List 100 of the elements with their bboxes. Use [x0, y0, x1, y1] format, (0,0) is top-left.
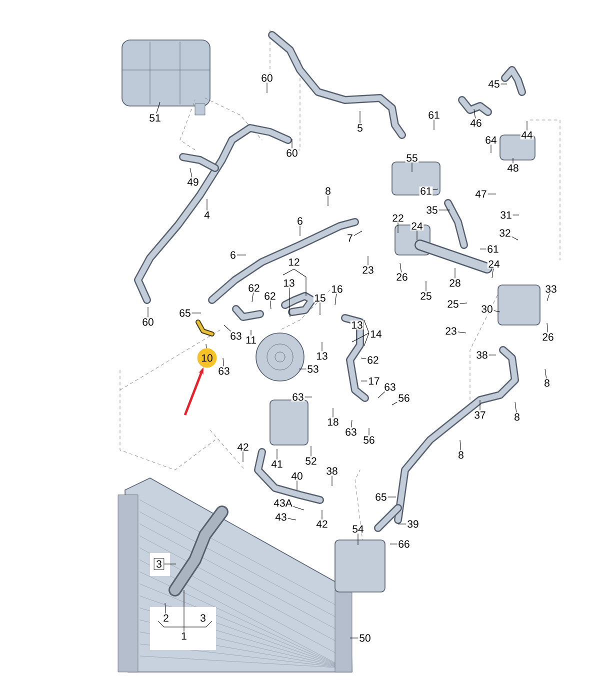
leader-line: [460, 302, 468, 304]
callout-number: 28: [448, 278, 462, 288]
callout-number: 60: [285, 148, 299, 158]
callout-number: 52: [304, 456, 318, 466]
callout-number: 23: [444, 326, 458, 336]
callout-number: 62: [247, 283, 261, 293]
callout-number: 66: [397, 540, 411, 549]
leader-line: [293, 506, 304, 510]
callout-number: 44: [520, 130, 534, 140]
leader-line: [460, 440, 461, 451]
callout-number: 35: [425, 205, 439, 215]
callout-number: 22: [391, 214, 405, 222]
leader-line: [378, 391, 386, 398]
callout-number: 16: [330, 284, 344, 294]
callout-number: 6: [229, 250, 237, 260]
callout-number: 60: [141, 318, 155, 327]
callout-number: 46: [469, 118, 483, 128]
callout-number: 45: [487, 80, 501, 88]
callout-number: 61: [427, 110, 441, 120]
callout-number: 30: [480, 304, 494, 314]
leader-line: [400, 262, 402, 273]
leader-line: [332, 408, 334, 418]
callout-number: 18: [326, 417, 340, 427]
leader-line: [206, 198, 208, 211]
callout-number: 63: [229, 331, 243, 341]
leader-line: [512, 236, 518, 240]
callout-number: 15: [313, 294, 327, 302]
callout-number: 62: [366, 355, 380, 365]
leader-line: [266, 82, 268, 94]
leader-line: [288, 287, 290, 318]
callout-number: 24: [410, 222, 424, 230]
leader-line: [156, 102, 160, 114]
callout-number: 56: [362, 435, 376, 445]
callout-number: 48: [506, 163, 520, 173]
callout-number: 10: [197, 348, 217, 368]
callout-number: 31: [499, 210, 513, 220]
callout-number: 55: [405, 154, 419, 162]
leader-line: [242, 451, 244, 462]
leader-line: [276, 448, 278, 460]
callout-number: 65: [374, 492, 388, 502]
callout-number: 8: [457, 450, 465, 460]
callout-number: 12: [287, 258, 301, 266]
callout-number: 63: [383, 382, 397, 392]
leader-line: [334, 293, 337, 306]
leader-line: [546, 322, 548, 333]
callout-number: 63: [291, 392, 305, 402]
leader-line: [206, 344, 207, 348]
callout-number: 39: [406, 520, 420, 529]
callout-number: 42: [236, 442, 250, 452]
leader-line: [360, 380, 368, 382]
leader-line: [488, 354, 496, 356]
callout-number: 24: [487, 260, 501, 268]
leader-line: [512, 158, 514, 164]
callout-number: 56: [397, 393, 411, 403]
leader-line: [222, 358, 224, 367]
leader-line: [252, 292, 254, 302]
callout-number: 4: [203, 210, 211, 220]
leader-line: [310, 446, 312, 457]
callout-number: 25: [419, 291, 433, 301]
callout-number: 65: [178, 308, 192, 318]
callout-number: 38: [475, 350, 489, 360]
leader-line: [360, 358, 366, 360]
leader-line: [296, 480, 298, 490]
callout-number: 61: [486, 244, 500, 254]
callout-number: 8: [324, 186, 332, 196]
callout-number: 8: [513, 412, 521, 422]
leader-line: [368, 428, 370, 436]
leader-line: [526, 120, 528, 131]
callout-number: 3: [154, 558, 164, 570]
callout-number: 37: [473, 410, 487, 420]
leader-line: [388, 496, 396, 498]
callout-number: 60: [260, 73, 274, 83]
callout-number: 32: [498, 228, 512, 238]
leader-line: [164, 602, 166, 614]
callout-number: 54: [351, 524, 365, 534]
callout-number: 63: [217, 366, 231, 376]
callout-number: 43A: [272, 498, 294, 508]
leader-line: [190, 168, 192, 178]
callout-number: 40: [290, 472, 304, 481]
callout-number: 6: [296, 216, 304, 226]
leader-line: [546, 293, 550, 302]
callout-number: 14: [369, 330, 383, 338]
callout-number: 62: [263, 291, 277, 301]
callout-number: 63: [344, 428, 358, 437]
callout-number: 42: [315, 520, 329, 528]
leader-line: [480, 248, 486, 250]
leader-line: [298, 368, 306, 370]
callout-number: 50: [358, 634, 372, 643]
callout-number: 13: [282, 278, 296, 288]
leader-line: [250, 330, 252, 336]
leader-line: [392, 402, 398, 406]
callout-number: 41: [270, 460, 284, 468]
leader-line: [474, 108, 476, 119]
leader-line: [544, 368, 547, 379]
leader-line: [432, 188, 438, 190]
callout-number: 47: [474, 190, 488, 198]
leader-line: [192, 312, 202, 314]
leader-line: [512, 214, 520, 216]
callout-number: 8: [543, 378, 551, 388]
callout-number: 51: [148, 114, 162, 122]
